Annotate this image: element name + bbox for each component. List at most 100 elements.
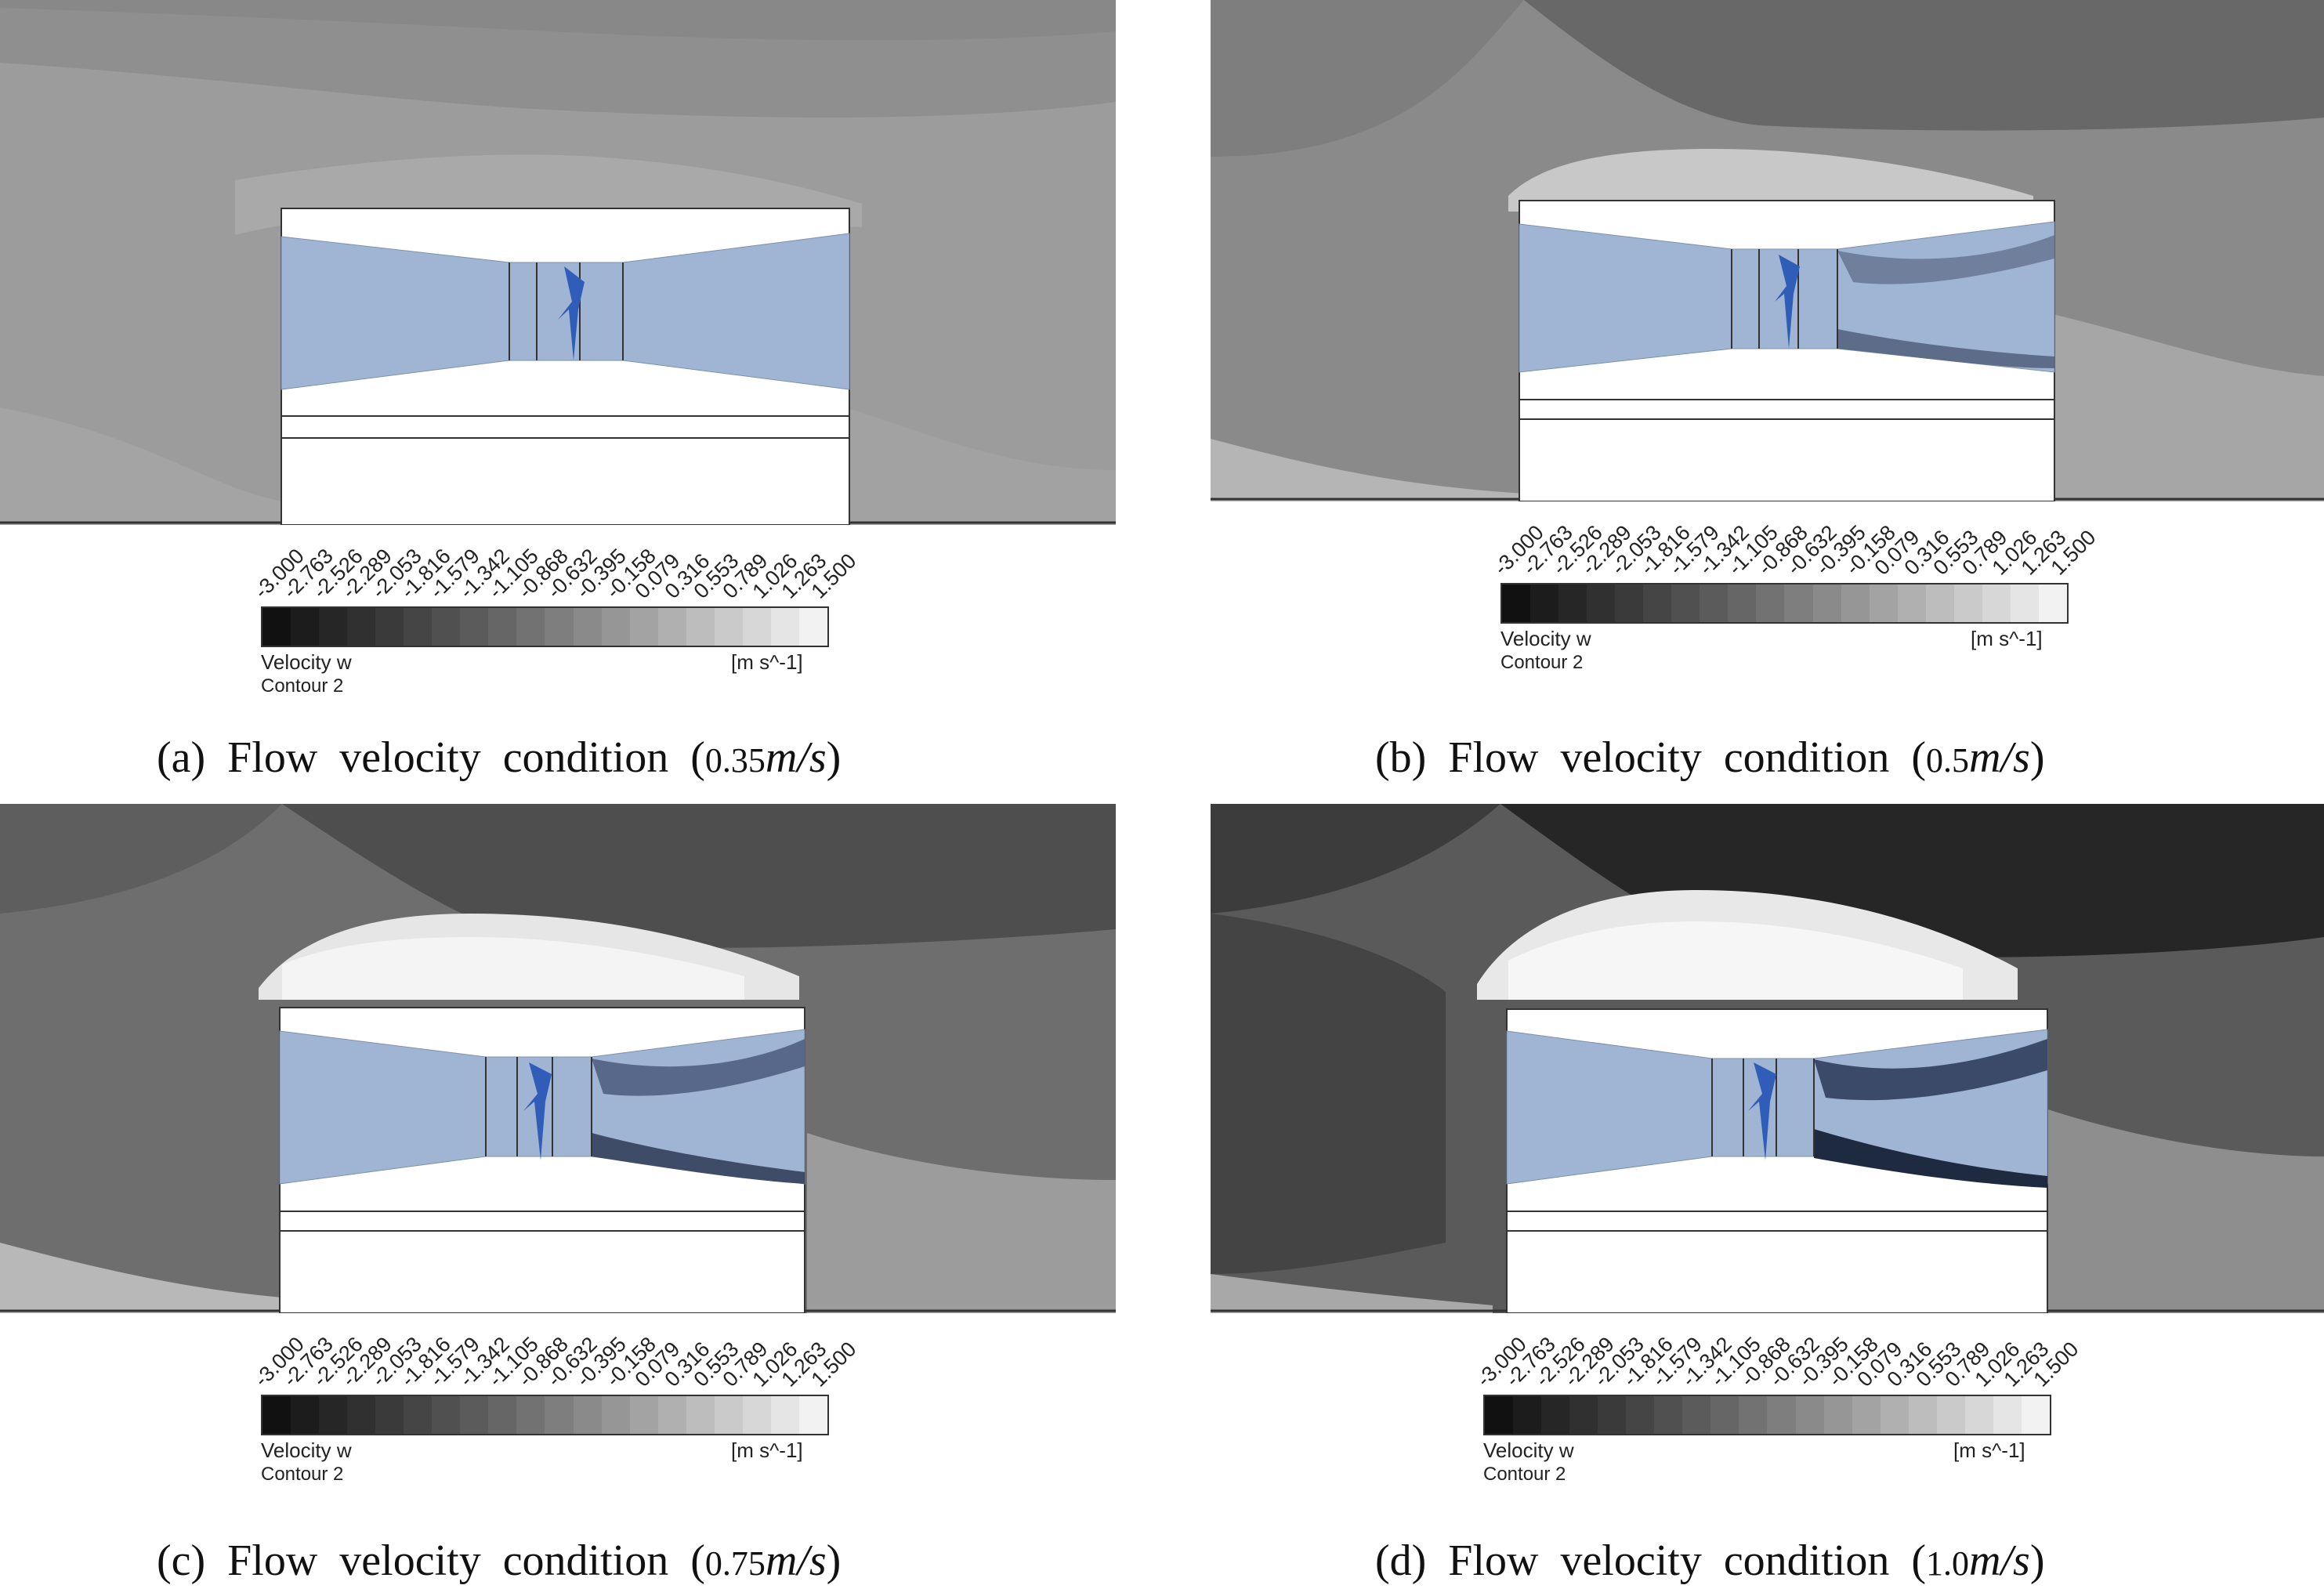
caption-text: Flow velocity condition — [1448, 1536, 1890, 1585]
colorbar-swatch — [1993, 1396, 2022, 1434]
colorbar-swatch — [262, 608, 291, 646]
colorbar-swatch — [1513, 1396, 1542, 1434]
legend-contour-label: Contour 2 — [261, 1464, 344, 1485]
colorbar-swatch — [1541, 1396, 1570, 1434]
colorbar-swatch — [1897, 584, 1926, 622]
colorbar-swatch — [798, 608, 827, 646]
legend-d: -3.000-2.763-2.526-2.289-2.053-1.816-1.5… — [1472, 1313, 2082, 1501]
legend-unit-label: [m s^-1] — [1953, 1439, 2025, 1462]
colorbar-swatch — [1964, 1396, 1993, 1434]
colorbar-swatch — [404, 608, 433, 646]
legend-contour-label: Contour 2 — [1500, 652, 1584, 673]
colorbar-swatch — [545, 608, 574, 646]
wake-shading — [1837, 235, 2054, 284]
legend-colorbar — [1500, 583, 2069, 624]
contour-band — [282, 804, 1116, 948]
colorbar-swatch — [375, 608, 404, 646]
legend-contour-label: Contour 2 — [1483, 1464, 1566, 1485]
colorbar-swatch — [1812, 584, 1841, 622]
colorbar-swatch — [488, 1396, 517, 1434]
colorbar-swatch — [1728, 584, 1757, 622]
contour-band — [2049, 313, 2324, 501]
turbine-blade — [1748, 1062, 1776, 1160]
contour-band — [1508, 149, 2033, 212]
contour-band — [846, 407, 1116, 525]
legend-variable-label: Velocity w — [1500, 627, 1591, 650]
caption-paren-open: ( — [690, 1536, 705, 1585]
colorbar-swatch — [1936, 1396, 1965, 1434]
turbine-blade — [558, 266, 585, 360]
legend-contour-label: Contour 2 — [261, 675, 344, 697]
colorbar-swatch — [516, 608, 545, 646]
colorbar-swatch — [404, 1396, 433, 1434]
caption-label: (d) — [1375, 1536, 1427, 1585]
caption-label: (c) — [157, 1536, 206, 1585]
contour-band — [1524, 0, 2324, 131]
wake-shading — [592, 1133, 805, 1184]
legend-b: -3.000-2.763-2.526-2.289-2.053-1.816-1.5… — [1489, 501, 2099, 689]
colorbar-swatch — [262, 1396, 291, 1434]
caption-c: (c) Flow velocity condition (0.75m/s) — [157, 1536, 841, 1586]
caption-d: (d) Flow velocity condition (1.0m/s) — [1375, 1536, 2044, 1586]
turbine-blade — [1775, 255, 1800, 349]
caption-text: Flow velocity condition — [1448, 733, 1890, 782]
caption-value: 0.5 — [1926, 741, 1970, 780]
caption-value: 0.35 — [704, 741, 766, 780]
colorbar-swatch — [686, 608, 715, 646]
colorbar-swatch — [1823, 1396, 1852, 1434]
colorbar-swatch — [1982, 584, 2011, 622]
colorbar-swatch — [1700, 584, 1729, 622]
colorbar-swatch — [573, 1396, 602, 1434]
caption-paren-close: ) — [2029, 1536, 2045, 1585]
caption-paren-open: ( — [1911, 733, 1927, 782]
colorbar-swatch — [1869, 584, 1898, 622]
colorbar-swatch — [1671, 584, 1700, 622]
colorbar-swatch — [1784, 584, 1813, 622]
contour-band — [1211, 914, 1446, 1274]
colorbar-swatch — [1654, 1396, 1683, 1434]
wake-shading — [1837, 329, 2054, 368]
colorbar-swatch — [375, 1396, 404, 1434]
legend-unit-label: [m s^-1] — [731, 1439, 803, 1462]
legend-colorbar — [261, 1395, 829, 1435]
colorbar-swatch — [2038, 584, 2067, 622]
colorbar-swatch — [1739, 1396, 1768, 1434]
colorbar-swatch — [460, 608, 489, 646]
contour-band — [0, 0, 1116, 41]
colorbar-swatch — [1767, 1396, 1796, 1434]
caption-paren-close: ) — [826, 733, 842, 782]
colorbar-swatch — [1841, 584, 1870, 622]
caption-unit: m/s — [765, 733, 827, 782]
caption-text: Flow velocity condition — [227, 1536, 669, 1585]
contour-band — [807, 1133, 1116, 1313]
contour-band — [2025, 1102, 2324, 1313]
colorbar-swatch — [770, 1396, 799, 1434]
legend-c: -3.000-2.763-2.526-2.289-2.053-1.816-1.5… — [249, 1313, 860, 1501]
contour-band — [282, 937, 744, 1000]
contour-band — [0, 407, 282, 525]
colorbar-swatch — [1756, 584, 1785, 622]
colorbar-swatch — [319, 608, 348, 646]
colorbar-swatch — [1502, 584, 1531, 622]
turbine-blade — [523, 1062, 552, 1160]
colorbar-swatch — [798, 1396, 827, 1434]
colorbar-swatch — [629, 1396, 658, 1434]
legend-colorbar — [261, 606, 829, 647]
colorbar-swatch — [347, 1396, 376, 1434]
colorbar-swatch — [291, 1396, 320, 1434]
contour-svg-b — [1211, 0, 2324, 501]
colorbar-swatch — [657, 1396, 686, 1434]
colorbar-swatch — [460, 1396, 489, 1434]
colorbar-swatch — [319, 1396, 348, 1434]
colorbar-swatch — [1485, 1396, 1514, 1434]
colorbar-swatch — [1626, 1396, 1655, 1434]
colorbar-swatch — [686, 1396, 715, 1434]
colorbar-swatch — [291, 608, 320, 646]
contour-band — [0, 1243, 282, 1313]
colorbar-swatch — [573, 608, 602, 646]
colorbar-swatch — [601, 1396, 630, 1434]
legend-variable-label: Velocity w — [261, 1439, 352, 1462]
colorbar-swatch — [657, 608, 686, 646]
legend-variable-label: Velocity w — [261, 650, 352, 674]
legend-a: -3.000-2.763-2.526-2.289-2.053-1.816-1.5… — [249, 525, 860, 705]
